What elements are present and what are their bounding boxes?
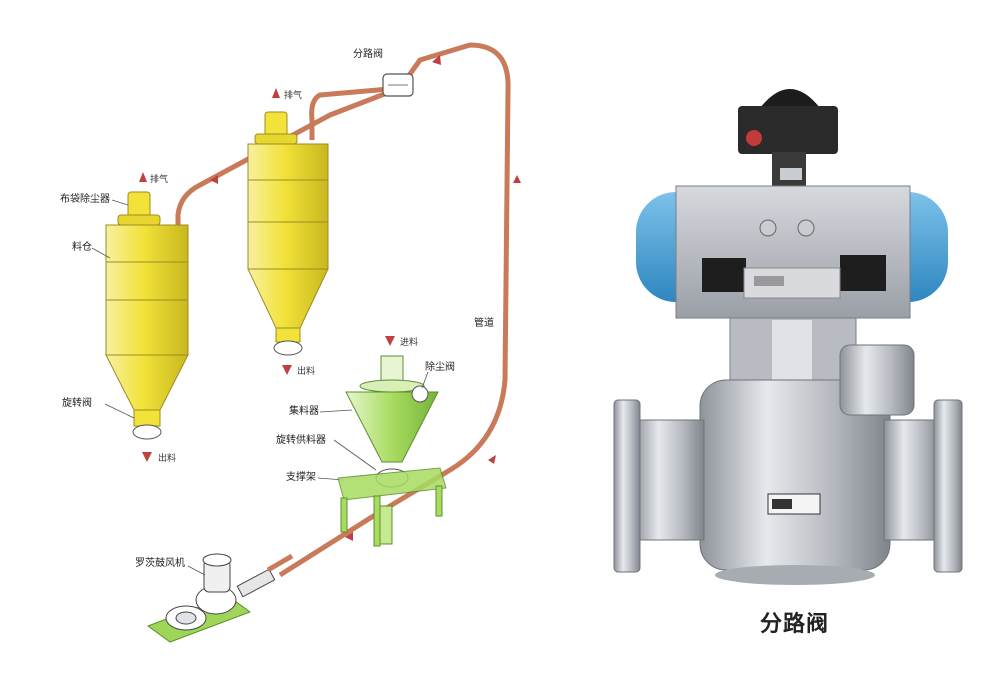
label-rotary-feeder: 旋转供料器	[276, 433, 326, 446]
roots-blower	[146, 553, 294, 643]
arrow-icon	[513, 175, 521, 183]
label-hopper: 集料器	[289, 404, 319, 417]
label-vent-left: 排气	[150, 173, 168, 185]
silo-right	[247, 111, 329, 356]
label-hopper-vent: 除尘阀	[425, 360, 455, 373]
label-filter: 布袋除尘器	[60, 192, 110, 205]
diverter-valve-photo	[613, 89, 963, 585]
out-arrow-icon	[142, 452, 152, 462]
arrow-icon	[345, 532, 353, 541]
arrow-icon	[488, 455, 496, 464]
label-bin: 料仓	[72, 240, 92, 253]
label-rotary-valve: 旋转阀	[62, 396, 92, 409]
valve-body	[613, 344, 963, 585]
vent-arrow-icon	[139, 172, 147, 182]
conveying-diagram: 分路阀 布袋除尘器 料仓 旋转阀 出料 排气	[60, 42, 521, 643]
photo-caption: 分路阀	[760, 612, 830, 637]
label-out-left: 出料	[158, 452, 176, 464]
label-feed-in: 进料	[400, 336, 418, 348]
label-blower: 罗茨鼓风机	[135, 556, 185, 569]
silo-left	[105, 191, 189, 440]
arrow-icon	[210, 175, 218, 184]
limit-switch-box	[738, 89, 838, 192]
flow-arrows	[210, 55, 521, 541]
label-out-right: 出料	[297, 365, 315, 377]
vent-arrow-icon	[272, 88, 280, 98]
mounting-bracket	[729, 317, 857, 381]
out-arrow-icon	[282, 365, 292, 375]
label-base-frame: 支撑架	[286, 470, 316, 483]
pneumatic-actuator	[636, 185, 948, 319]
label-pipe: 管道	[474, 316, 494, 329]
pipe-branch-left	[175, 85, 401, 230]
label-vent-right: 排气	[284, 89, 302, 101]
arrow-icon	[432, 55, 441, 65]
conveying-pipe	[278, 42, 511, 578]
diverter-valve-symbol	[382, 73, 414, 97]
label-diverter-valve: 分路阀	[353, 47, 383, 60]
receiving-hopper	[345, 355, 439, 488]
support-frame	[337, 467, 447, 547]
feed-in-arrow-icon	[385, 336, 395, 346]
